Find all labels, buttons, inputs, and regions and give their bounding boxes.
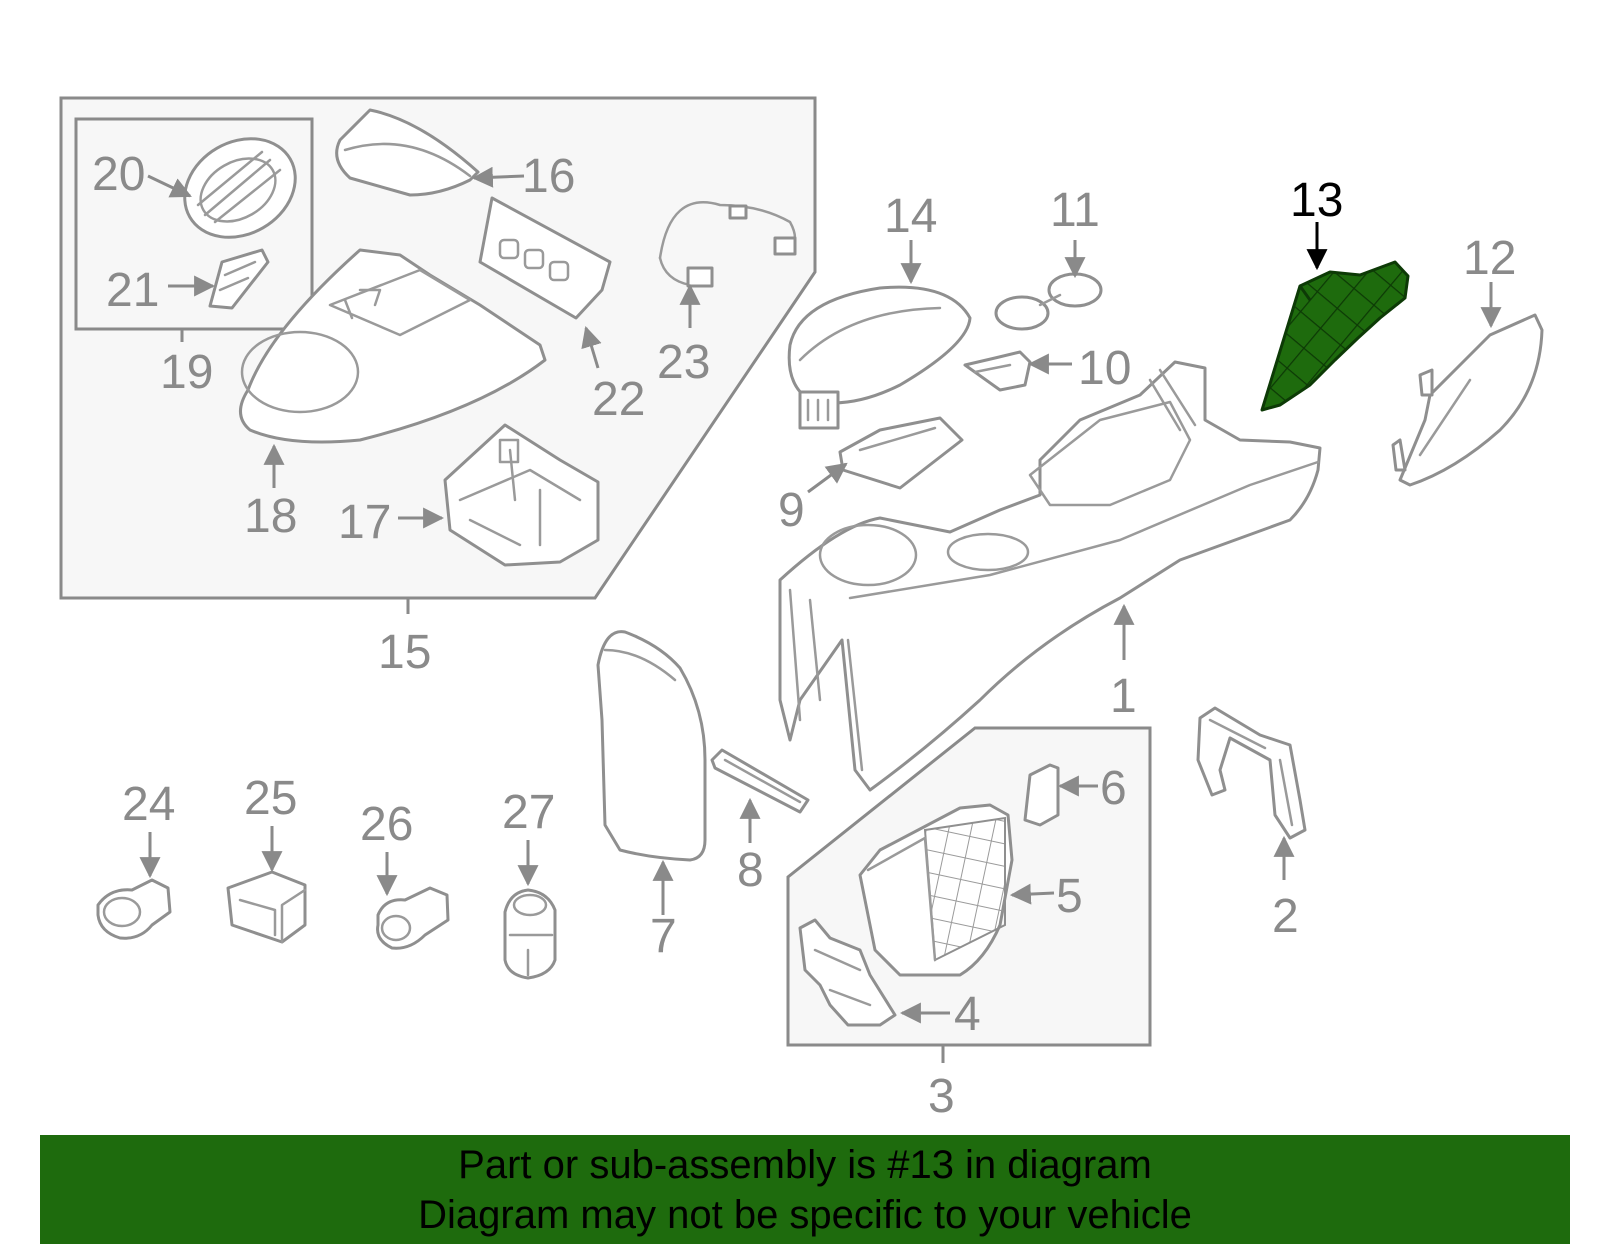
callout-1: 1 xyxy=(1110,670,1137,723)
callout-labels: 20 21 19 16 22 23 18 17 15 14 11 10 9 1 … xyxy=(92,148,1516,1123)
callout-7: 7 xyxy=(650,910,677,963)
part-17-bracket xyxy=(443,423,600,567)
callout-2: 2 xyxy=(1272,890,1299,943)
callout-12: 12 xyxy=(1463,232,1516,285)
part-1-console-body xyxy=(778,360,1322,792)
callout-15: 15 xyxy=(378,626,431,679)
part-6-clip xyxy=(1023,763,1060,827)
part-25-switch-block xyxy=(226,870,307,944)
part-14-armrest-lid xyxy=(787,285,972,430)
callout-24: 24 xyxy=(122,778,175,831)
part-24-socket xyxy=(96,878,172,940)
part-18-shift-housing xyxy=(239,248,547,444)
callout-18: 18 xyxy=(244,490,297,543)
part-27-switch xyxy=(503,888,557,980)
callout-16: 16 xyxy=(522,150,575,203)
callout-4: 4 xyxy=(954,988,981,1041)
part-16-cover xyxy=(335,108,480,197)
part-26-socket xyxy=(376,886,450,950)
part-23-harness xyxy=(658,201,797,288)
callout-3: 3 xyxy=(928,1070,955,1123)
callout-5: 5 xyxy=(1056,870,1083,923)
part-7-side-cover xyxy=(596,630,707,862)
part-13-side-trim-highlighted xyxy=(1260,260,1410,412)
callout-20: 20 xyxy=(92,148,145,201)
callout-8: 8 xyxy=(737,844,764,897)
part-5-storage-bin xyxy=(858,803,1014,977)
banner-line-2: Diagram may not be specific to your vehi… xyxy=(418,1192,1192,1237)
callout-6: 6 xyxy=(1100,762,1127,815)
leader-lines xyxy=(139,166,1502,1024)
part-21-switch xyxy=(208,248,270,310)
callout-10: 10 xyxy=(1078,342,1131,395)
callout-19: 19 xyxy=(160,346,213,399)
part-4-bracket xyxy=(798,918,897,1027)
part-9-mat xyxy=(838,416,964,490)
part-2-bracket xyxy=(1196,706,1307,840)
callout-23: 23 xyxy=(657,336,710,389)
part-12-side-panel xyxy=(1391,313,1544,487)
callout-27: 27 xyxy=(502,786,555,839)
callout-26: 26 xyxy=(360,798,413,851)
part-8-strip xyxy=(710,748,810,814)
callout-11: 11 xyxy=(1050,184,1100,237)
callout-21: 21 xyxy=(106,264,159,317)
part-11-cup-rings xyxy=(994,272,1103,331)
callout-22: 22 xyxy=(592,373,645,426)
callout-13-highlighted: 13 xyxy=(1290,174,1343,227)
info-banner: Part or sub-assembly is #13 in diagram D… xyxy=(40,1135,1570,1244)
callout-17: 17 xyxy=(338,496,391,549)
callout-14: 14 xyxy=(884,190,937,243)
part-10-clip xyxy=(963,350,1032,392)
callout-9: 9 xyxy=(778,484,805,537)
banner-line-1: Part or sub-assembly is #13 in diagram xyxy=(458,1142,1152,1187)
part-22-switch-panel xyxy=(478,196,612,320)
callout-25: 25 xyxy=(244,772,297,825)
part-20-shift-bezel xyxy=(183,137,297,239)
